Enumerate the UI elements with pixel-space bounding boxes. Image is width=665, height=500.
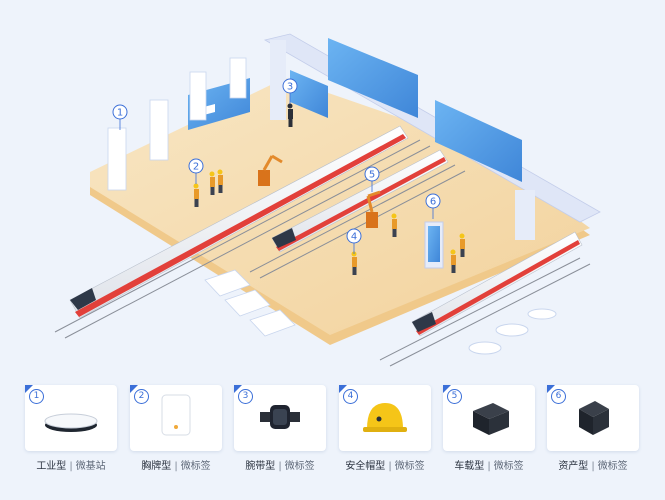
device-caption-3: 腕带型|微标签: [225, 457, 335, 472]
marker-circle: [346, 228, 362, 244]
marker-number: 2: [193, 162, 199, 173]
marker-number: 3: [287, 82, 293, 93]
device-caption-5: 车载型|微标签: [434, 457, 544, 472]
train-3: [411, 231, 583, 337]
marker-number: 1: [117, 108, 123, 119]
device-caption-6: 资产型|微标签: [538, 457, 648, 472]
helmet-icon: [339, 385, 431, 451]
display-screen-3: [435, 100, 522, 182]
device-card-6: 6: [547, 385, 639, 451]
signal-discs: [468, 308, 557, 355]
asset-box-icon: [547, 385, 639, 451]
marker-5: 5: [364, 166, 380, 192]
train-2: [271, 149, 449, 253]
card-number: 1: [25, 385, 44, 404]
marker-circle: [112, 104, 128, 120]
display-screen-4: [290, 70, 328, 118]
cube-steps: [204, 269, 296, 337]
marker-1: 1: [112, 104, 128, 130]
device-type: 资产型: [558, 461, 589, 472]
device-caption-4: 安全帽型|微标签: [330, 457, 440, 472]
display-screen-2: [328, 38, 418, 118]
device-card-3: 3: [234, 385, 326, 451]
marker-circle: [364, 166, 380, 182]
caption-separator: |: [591, 461, 595, 472]
vehicle-box-icon: [443, 385, 535, 451]
device-category: 微基站: [75, 461, 106, 472]
device-card-2: 2: [130, 385, 222, 451]
caption-separator: |: [388, 461, 392, 472]
card-number: 5: [443, 385, 462, 404]
marker-6: 6: [425, 193, 441, 219]
card-number: 4: [339, 385, 358, 404]
marker-circle: [188, 158, 204, 174]
device-caption-1: 工业型|微基站: [16, 457, 126, 472]
train-1: [69, 125, 409, 319]
robot-arm-2: [366, 190, 381, 228]
device-category: 微标签: [394, 461, 425, 472]
marker-4: 4: [346, 228, 362, 254]
caption-separator: |: [487, 461, 491, 472]
marker-number: 4: [351, 232, 357, 243]
wristband-icon: [234, 385, 326, 451]
marker-circle: [425, 193, 441, 209]
device-category: 微标签: [180, 461, 211, 472]
device-type: 车载型: [454, 461, 485, 472]
device-card-1: 1: [25, 385, 117, 451]
marker-2: 2: [188, 158, 204, 184]
marker-number: 6: [430, 197, 436, 208]
device-caption-2: 胸牌型|微标签: [121, 457, 231, 472]
device-category: 微标签: [493, 461, 524, 472]
location-markers: 1 2 3 4 5 6: [112, 78, 441, 254]
device-type: 安全帽型: [345, 461, 386, 472]
device-type: 腕带型: [245, 461, 276, 472]
card-number: 6: [547, 385, 566, 404]
device-type: 胸牌型: [141, 461, 172, 472]
device-card-5: 5: [443, 385, 535, 451]
card-number: 2: [130, 385, 149, 404]
caption-separator: |: [69, 461, 73, 472]
caption-separator: |: [278, 461, 282, 472]
robot-arm-1: [258, 154, 283, 186]
badge-icon: [130, 385, 222, 451]
marker-number: 5: [369, 170, 375, 181]
marker-circle: [282, 78, 298, 94]
device-category: 微标签: [597, 461, 628, 472]
device-type: 工业型: [36, 461, 67, 472]
card-number: 3: [234, 385, 253, 404]
marker-3: 3: [282, 78, 298, 104]
caption-separator: |: [174, 461, 178, 472]
base-station-pillars: [107, 57, 247, 191]
base-station-icon: [25, 385, 117, 451]
device-category: 微标签: [284, 461, 315, 472]
info-kiosk: [424, 221, 444, 269]
railway-station-scene: 1 2 3 4 5 6: [54, 33, 601, 367]
workers: [193, 103, 465, 275]
device-card-4: 4: [339, 385, 431, 451]
